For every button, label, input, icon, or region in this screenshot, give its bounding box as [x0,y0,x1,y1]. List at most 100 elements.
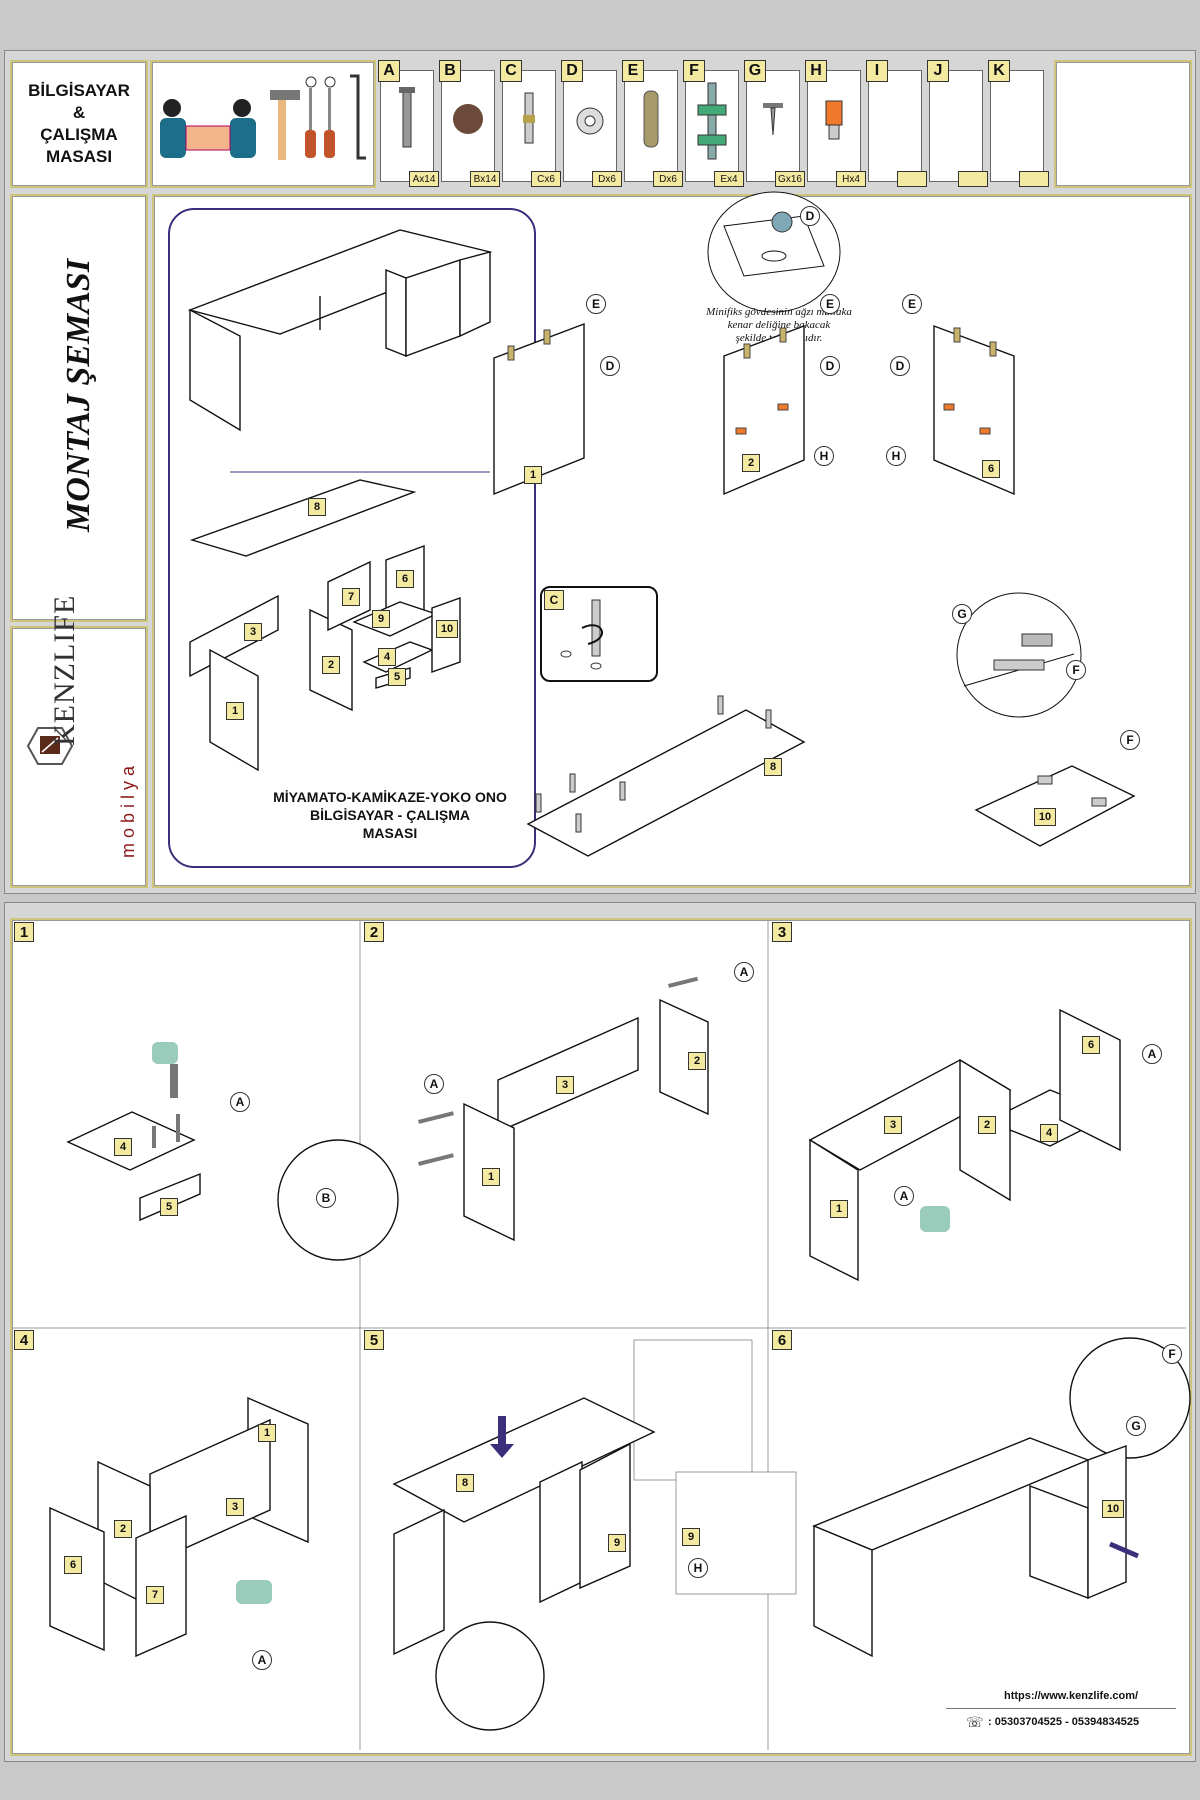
hinge-icon [697,82,727,160]
panel-tag-5: 5 [388,668,406,686]
panel-tag-6: 6 [396,570,414,588]
drill-icon [152,1042,178,1098]
callout-E-panel1: E [586,294,606,314]
assembled-desk [187,229,493,432]
step-2-callout-B: B [316,1188,336,1208]
panel-tag-4: 4 [378,648,396,666]
caption-line-3: MASASI [362,825,418,841]
step-5-drawing [392,1339,797,1731]
step-3-panel-4: 4 [1040,1124,1058,1142]
screwdriver-flat-icon [324,76,336,158]
part-qty: Ex4 [714,171,744,187]
cam-bolt-icon [560,599,603,670]
part-qty: Cx6 [531,171,561,187]
caption-line-2: BİLGİSAYAR - ÇALIŞMA [310,807,470,823]
part-A: A Ax14 [378,60,439,187]
step-4-panel-1: 1 [258,1424,276,1442]
part-letter: D [561,60,583,82]
part-letter: K [988,60,1010,82]
part-letter: H [805,60,827,82]
part-qty: Dx6 [592,171,622,187]
step-1-panel-4: 4 [114,1138,132,1156]
screwdriver-phillips-icon [305,76,317,158]
montaj-title-box: MONTAJ ŞEMASI [10,194,148,622]
step-2-callout-A-right: A [734,962,754,982]
wooden-dowel-icon [643,90,659,148]
part-letter: I [866,60,888,82]
part-I: I [866,60,927,187]
exploded-panels [189,479,461,772]
callout-H-panel6: H [886,446,906,466]
hammer-icon [270,90,300,160]
part-letter: E [622,60,644,82]
note-line-1: Minifiks gövdesinin ağzı mutlaka [706,306,852,318]
step-4-panel-6: 6 [64,1556,82,1574]
part-K: K [988,60,1049,187]
step-5-callout-H: H [688,1558,708,1578]
title-line-4: MASASI [45,147,113,166]
step-1-number: 1 [14,922,34,942]
panel-tag-10: 10 [436,620,458,638]
phone-icon: ☏ [966,1714,984,1730]
tools-illustration [160,74,366,160]
part-qty: Bx14 [470,171,500,187]
part-qty: Hx4 [836,171,866,187]
panel-tag-1: 1 [226,702,244,720]
empty-slot-box [1054,60,1192,188]
step-2-panel-1: 1 [482,1168,500,1186]
minifix-cam-icon [576,107,604,135]
part-letter: J [927,60,949,82]
top-panel-8-drawing [526,695,806,857]
step-1-panel-5: 5 [160,1198,178,1216]
step-3-panel-3: 3 [884,1116,902,1134]
part-H: H Hx4 [805,60,866,187]
part-letter: C [500,60,522,82]
step-2-panel-3: 3 [556,1076,574,1094]
part-J: J [927,60,988,187]
step-3-number: 3 [772,922,792,942]
kenzlife-logo-icon [26,727,74,765]
part-letter: A [378,60,400,82]
step-3-drawing [808,1008,1121,1282]
overview-panel: 8 3 1 2 7 6 9 4 5 10 MİYAMATO-KAMİKAZE-Y… [168,208,536,868]
step-2-drawing [277,976,709,1261]
part-qty [958,171,988,187]
panel-tag-1b: 1 [524,466,542,484]
step-2-panel-2: 2 [688,1052,706,1070]
exploded-diagram-box: 8 3 1 2 7 6 9 4 5 10 MİYAMATO-KAMİKAZE-Y… [152,191,1192,888]
arrow-right-icon [1109,1541,1139,1559]
title-line-1: BİLGİSAYAR [28,81,130,100]
step-3-callout-A-right: A [1142,1044,1162,1064]
part-qty: Dx6 [653,171,683,187]
minifix-bolt-icon [523,92,535,144]
part-E: E Dx6 [622,60,683,187]
part-qty [897,171,927,187]
callout-F-hinge: F [1066,660,1086,680]
step-4-number: 4 [14,1330,34,1350]
callout-D-panel2: D [820,356,840,376]
hinge-detail [956,592,1082,718]
callout-E-panel2: E [820,294,840,314]
callout-E-panel6: E [902,294,922,314]
footer-divider [946,1708,1176,1709]
step-4-callout-A: A [252,1650,272,1670]
product-caption: MİYAMATO-KAMİKAZE-YOKO ONO BİLGİSAYAR - … [260,788,520,842]
step-4-panel-2: 2 [114,1520,132,1538]
wood-screw-icon [399,87,415,148]
step-6-panel-10: 10 [1102,1500,1124,1518]
panel-tag-2b: 2 [742,454,760,472]
step-2-number: 2 [364,922,384,942]
part-letter: F [683,60,705,82]
step-6-number: 6 [772,1330,792,1350]
callout-G-hinge: G [952,604,972,624]
website-url[interactable]: https://www.kenzlife.com/ [1004,1690,1139,1702]
door-panel-10-drawing [974,765,1136,847]
step-5-detail-panel-9: 9 [682,1528,700,1546]
part-qty [1019,171,1049,187]
part-qty: Ax14 [409,171,439,187]
phone-numbers: : 05303704525 - 05394834525 [988,1716,1140,1728]
step-1-drawing [66,1042,201,1222]
callout-F-door: F [1120,730,1140,750]
